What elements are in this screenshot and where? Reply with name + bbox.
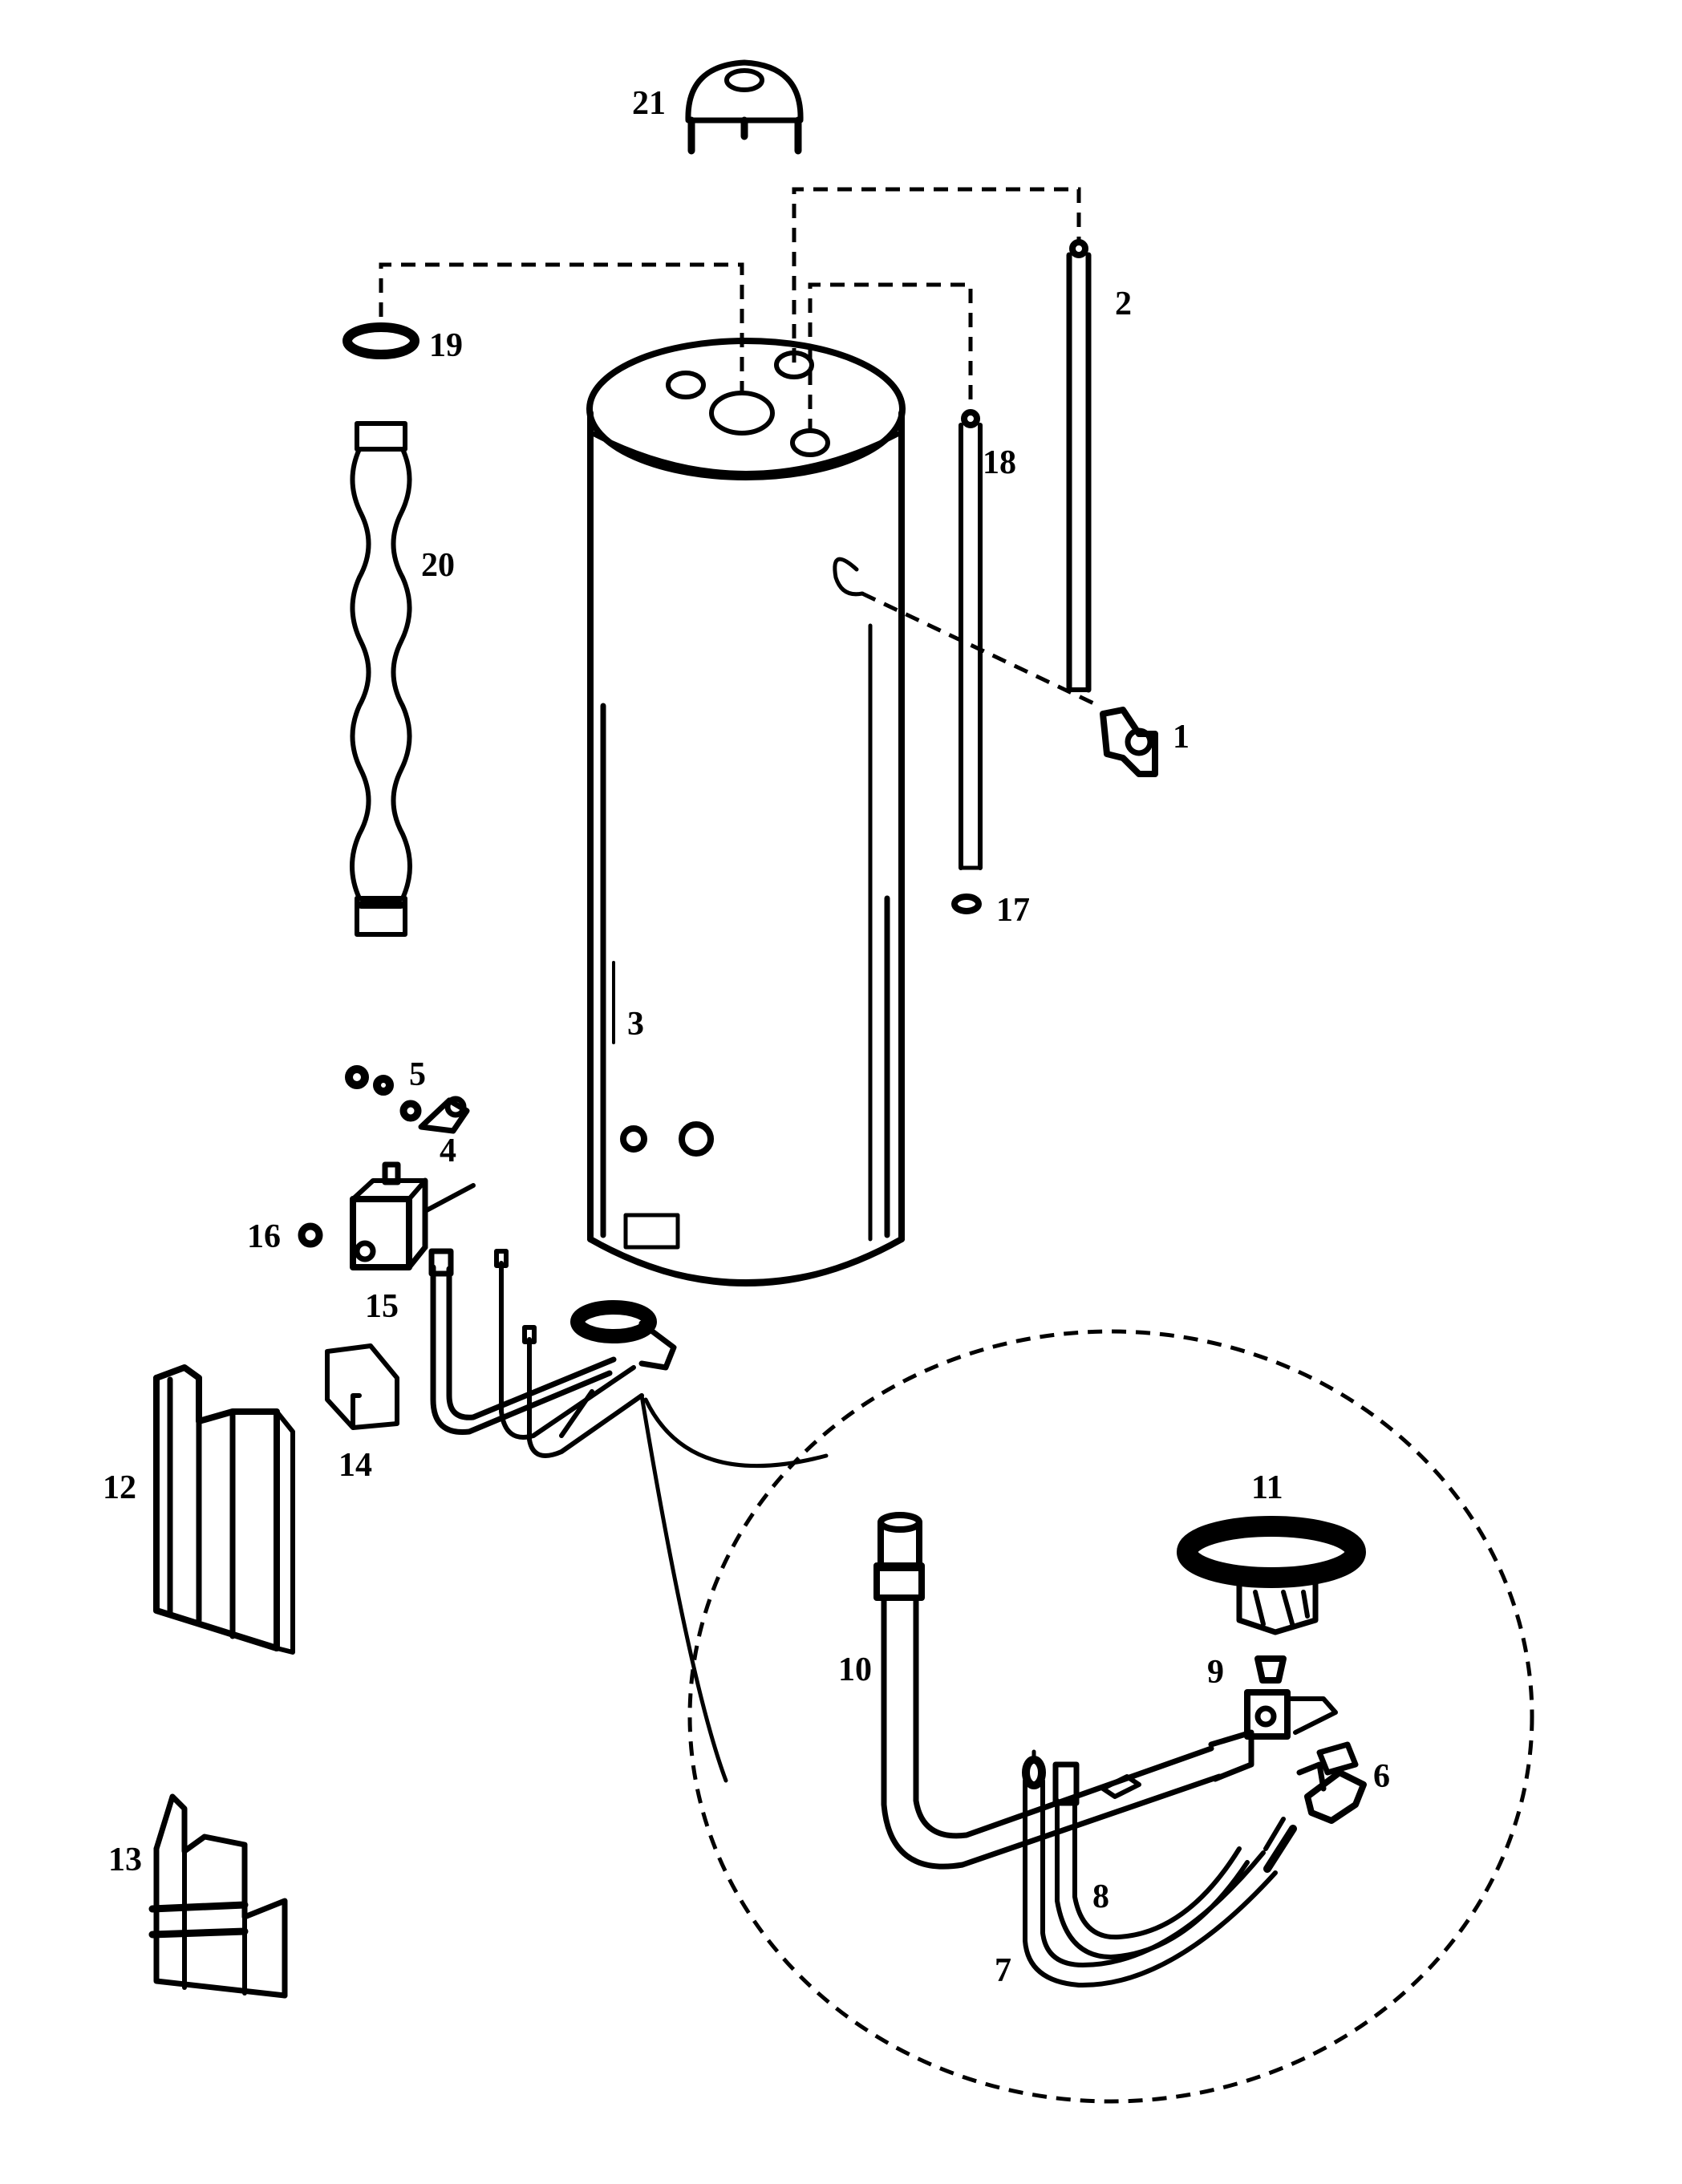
rating-label-icon <box>623 1213 680 1250</box>
water-heater-tank <box>586 338 906 1286</box>
label-18: 18 <box>983 444 1016 481</box>
leader-2-to-anode-port <box>792 187 1081 363</box>
callout-line <box>643 1397 829 1469</box>
drain-valve-icon <box>1100 707 1158 777</box>
tube-icon <box>1052 1761 1297 1959</box>
label-8: 8 <box>1092 1878 1109 1915</box>
label-2: 2 <box>1115 286 1132 322</box>
nut-icon <box>345 1065 394 1096</box>
draft-hood-icon <box>685 59 804 155</box>
detail-view-circle <box>687 1329 1534 2104</box>
tank-top-ports <box>666 350 830 457</box>
nut-icon <box>298 1222 323 1248</box>
manifold-bracket-icon <box>1208 1689 1338 1782</box>
label-6: 6 <box>1373 1758 1390 1795</box>
label-3: 3 <box>627 1006 644 1043</box>
inner-door-icon <box>148 1793 288 1999</box>
label-9: 9 <box>1207 1654 1224 1691</box>
orifice-icon <box>1254 1655 1287 1684</box>
label-13: 13 <box>108 1842 142 1878</box>
burner-icon <box>1177 1516 1366 1635</box>
leader-19-to-flue <box>379 262 744 397</box>
gas-control-valve-icon <box>350 1161 476 1270</box>
label-17: 17 <box>996 892 1030 929</box>
label-12: 12 <box>103 1469 136 1506</box>
callout-line <box>639 1393 728 1783</box>
label-1: 1 <box>1173 719 1190 756</box>
manifold-tube-icon <box>873 1512 1222 1870</box>
label-15: 15 <box>365 1288 399 1325</box>
gasket-ring-icon <box>342 322 419 359</box>
label-14: 14 <box>338 1447 372 1484</box>
outer-door-icon <box>153 1364 295 1655</box>
label-20: 20 <box>421 547 455 584</box>
bracket-icon <box>1296 1741 1367 1824</box>
label-21: 21 <box>632 85 666 122</box>
label-10: 10 <box>838 1651 872 1688</box>
dip-tube-icon <box>959 409 983 870</box>
leader-18-to-inlet-port <box>808 282 973 433</box>
fitting-icon <box>399 1096 470 1134</box>
sight-glass-cover-icon <box>325 1343 399 1430</box>
flue-baffle-icon <box>350 421 412 937</box>
anode-rod-icon <box>1066 239 1092 693</box>
tank-access-ports <box>620 1121 714 1157</box>
label-7: 7 <box>995 1952 1011 1989</box>
label-11: 11 <box>1251 1469 1283 1506</box>
relief-valve-port-icon <box>833 557 865 597</box>
pilot-shield-icon <box>1100 1774 1141 1799</box>
label-16: 16 <box>247 1218 281 1255</box>
label-4: 4 <box>440 1133 456 1169</box>
burner-assembly-small <box>428 1248 677 1458</box>
label-5: 5 <box>409 1056 426 1093</box>
washer-icon <box>951 893 982 914</box>
label-19: 19 <box>429 327 463 364</box>
